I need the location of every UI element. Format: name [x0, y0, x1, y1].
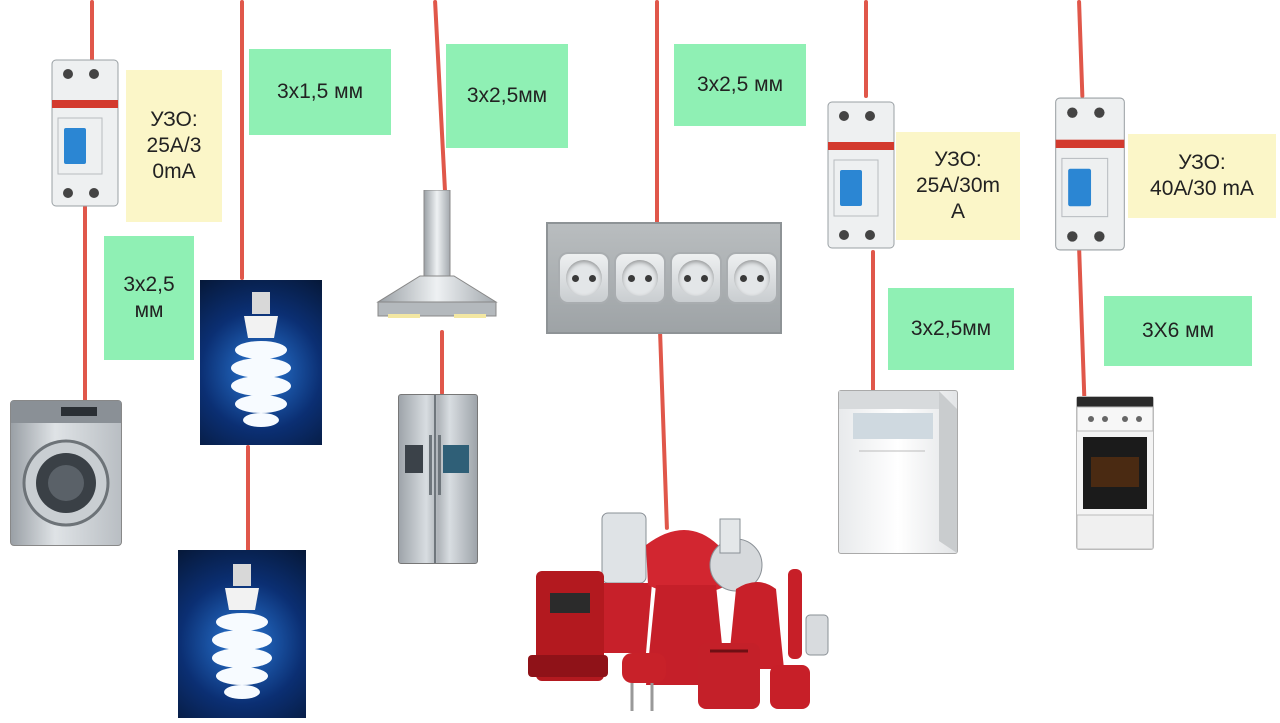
wire-lights-mid: [246, 445, 250, 555]
energy-saving-lamp-icon: [200, 280, 322, 445]
energy-saving-lamp-icon: [178, 550, 306, 718]
socket-icon: [670, 252, 722, 304]
wire-rcd3-stove: [1077, 244, 1087, 405]
refrigerator-icon: [398, 394, 478, 564]
electric-stove-icon: [1076, 396, 1154, 550]
wire-rcd3-top: [1077, 0, 1085, 99]
rcd1-rating-label: УЗО: 25А/3 0mA: [126, 70, 222, 222]
rcd2-rating-label: УЗО: 25А/30m A: [896, 132, 1020, 240]
socket-icon: [558, 252, 610, 304]
lights-cable-label: 3х1,5 мм: [249, 49, 391, 135]
socket-icon: [726, 252, 778, 304]
dishwasher-cable-label: 3х2,5мм: [888, 288, 1014, 370]
wire-sockets-appliances: [658, 329, 669, 530]
dishwasher-icon: [838, 390, 958, 554]
washer-cable-label: 3х2,5 мм: [104, 236, 194, 360]
sockets-cable-label: 3х2,5 мм: [674, 44, 806, 126]
wire-lights-top: [240, 0, 244, 280]
wire-rcd1-top: [90, 0, 94, 62]
rcd-breaker-icon: [51, 59, 119, 207]
socket-icon: [614, 252, 666, 304]
wire-rcd1-washer: [83, 205, 87, 405]
rcd-breaker-icon: [827, 101, 895, 249]
stove-cable-label: 3Х6 мм: [1104, 296, 1252, 366]
wire-rcd2-top: [864, 0, 868, 98]
range-hood-icon: [376, 190, 498, 318]
small-kitchen-appliances-icon: [528, 512, 829, 711]
rcd3-rating-label: УЗО: 40А/30 mA: [1128, 134, 1276, 218]
rcd-breaker-icon: [1055, 97, 1125, 251]
wire-sockets-top: [655, 0, 659, 225]
socket-panel-icon: [546, 222, 782, 334]
hood-cable-label: 3х2,5мм: [446, 44, 568, 148]
washing-machine-icon: [10, 400, 122, 546]
wire-rcd2-dishwasher: [871, 250, 875, 395]
wire-hood-fridge: [440, 330, 444, 395]
